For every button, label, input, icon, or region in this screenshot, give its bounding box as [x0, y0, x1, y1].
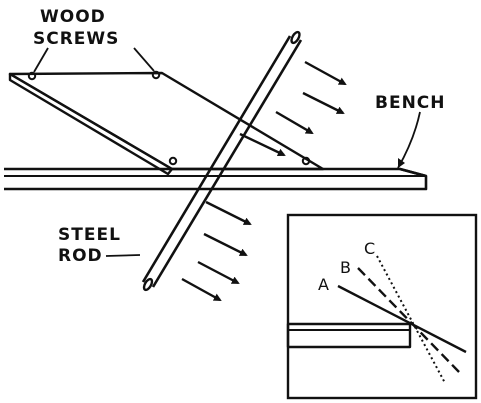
- arrow-icon: [197, 260, 240, 285]
- steel-rod: [141, 30, 303, 292]
- bench-edge: [399, 167, 427, 178]
- plate-edge: [8, 72, 174, 176]
- label-rod: ROD: [58, 246, 103, 266]
- inset-label-a: A: [318, 275, 330, 294]
- inset-label-c: C: [364, 239, 376, 258]
- leader-screw-left: [33, 47, 49, 73]
- leader-rod: [105, 254, 141, 257]
- screw-icon: [151, 70, 161, 80]
- arrow-icon: [205, 200, 252, 226]
- rod-edge-left: [141, 35, 292, 283]
- wood-guide-plate: [8, 70, 325, 176]
- leader-bench-arrow-icon: [398, 158, 405, 168]
- screw-icon: [27, 71, 37, 81]
- rod-end-top: [290, 30, 301, 45]
- inset-bench-edge: [286, 322, 412, 349]
- label-steel: STEEL: [58, 225, 121, 245]
- arrow-icon: [203, 232, 248, 257]
- inset-frame: [286, 213, 478, 400]
- arrow-icon: [275, 110, 314, 135]
- inset-line-b: [357, 267, 461, 374]
- label-bench: BENCH: [375, 93, 446, 113]
- label-screws: SCREWS: [33, 29, 119, 49]
- labels: WOOD SCREWS BENCH STEEL ROD: [33, 7, 446, 266]
- arrow-icon: [239, 132, 286, 157]
- label-wood: WOOD: [40, 7, 106, 27]
- inset-label-b: B: [340, 258, 352, 277]
- screw-icon: [301, 156, 311, 166]
- inset-line-a: [337, 284, 467, 354]
- leader-bench: [397, 111, 421, 169]
- leader-screw-right: [133, 47, 155, 72]
- inset-detail: A B C: [286, 213, 478, 400]
- plate-top: [8, 71, 325, 171]
- screw-icon: [168, 156, 178, 166]
- arrow-icon: [302, 91, 345, 115]
- rod-end-bottom: [142, 277, 154, 292]
- motion-arrows: [181, 60, 347, 302]
- arrow-icon: [304, 60, 347, 86]
- inset-line-c: [376, 255, 446, 384]
- arrow-icon: [181, 277, 222, 302]
- rod-edge-right: [151, 39, 303, 288]
